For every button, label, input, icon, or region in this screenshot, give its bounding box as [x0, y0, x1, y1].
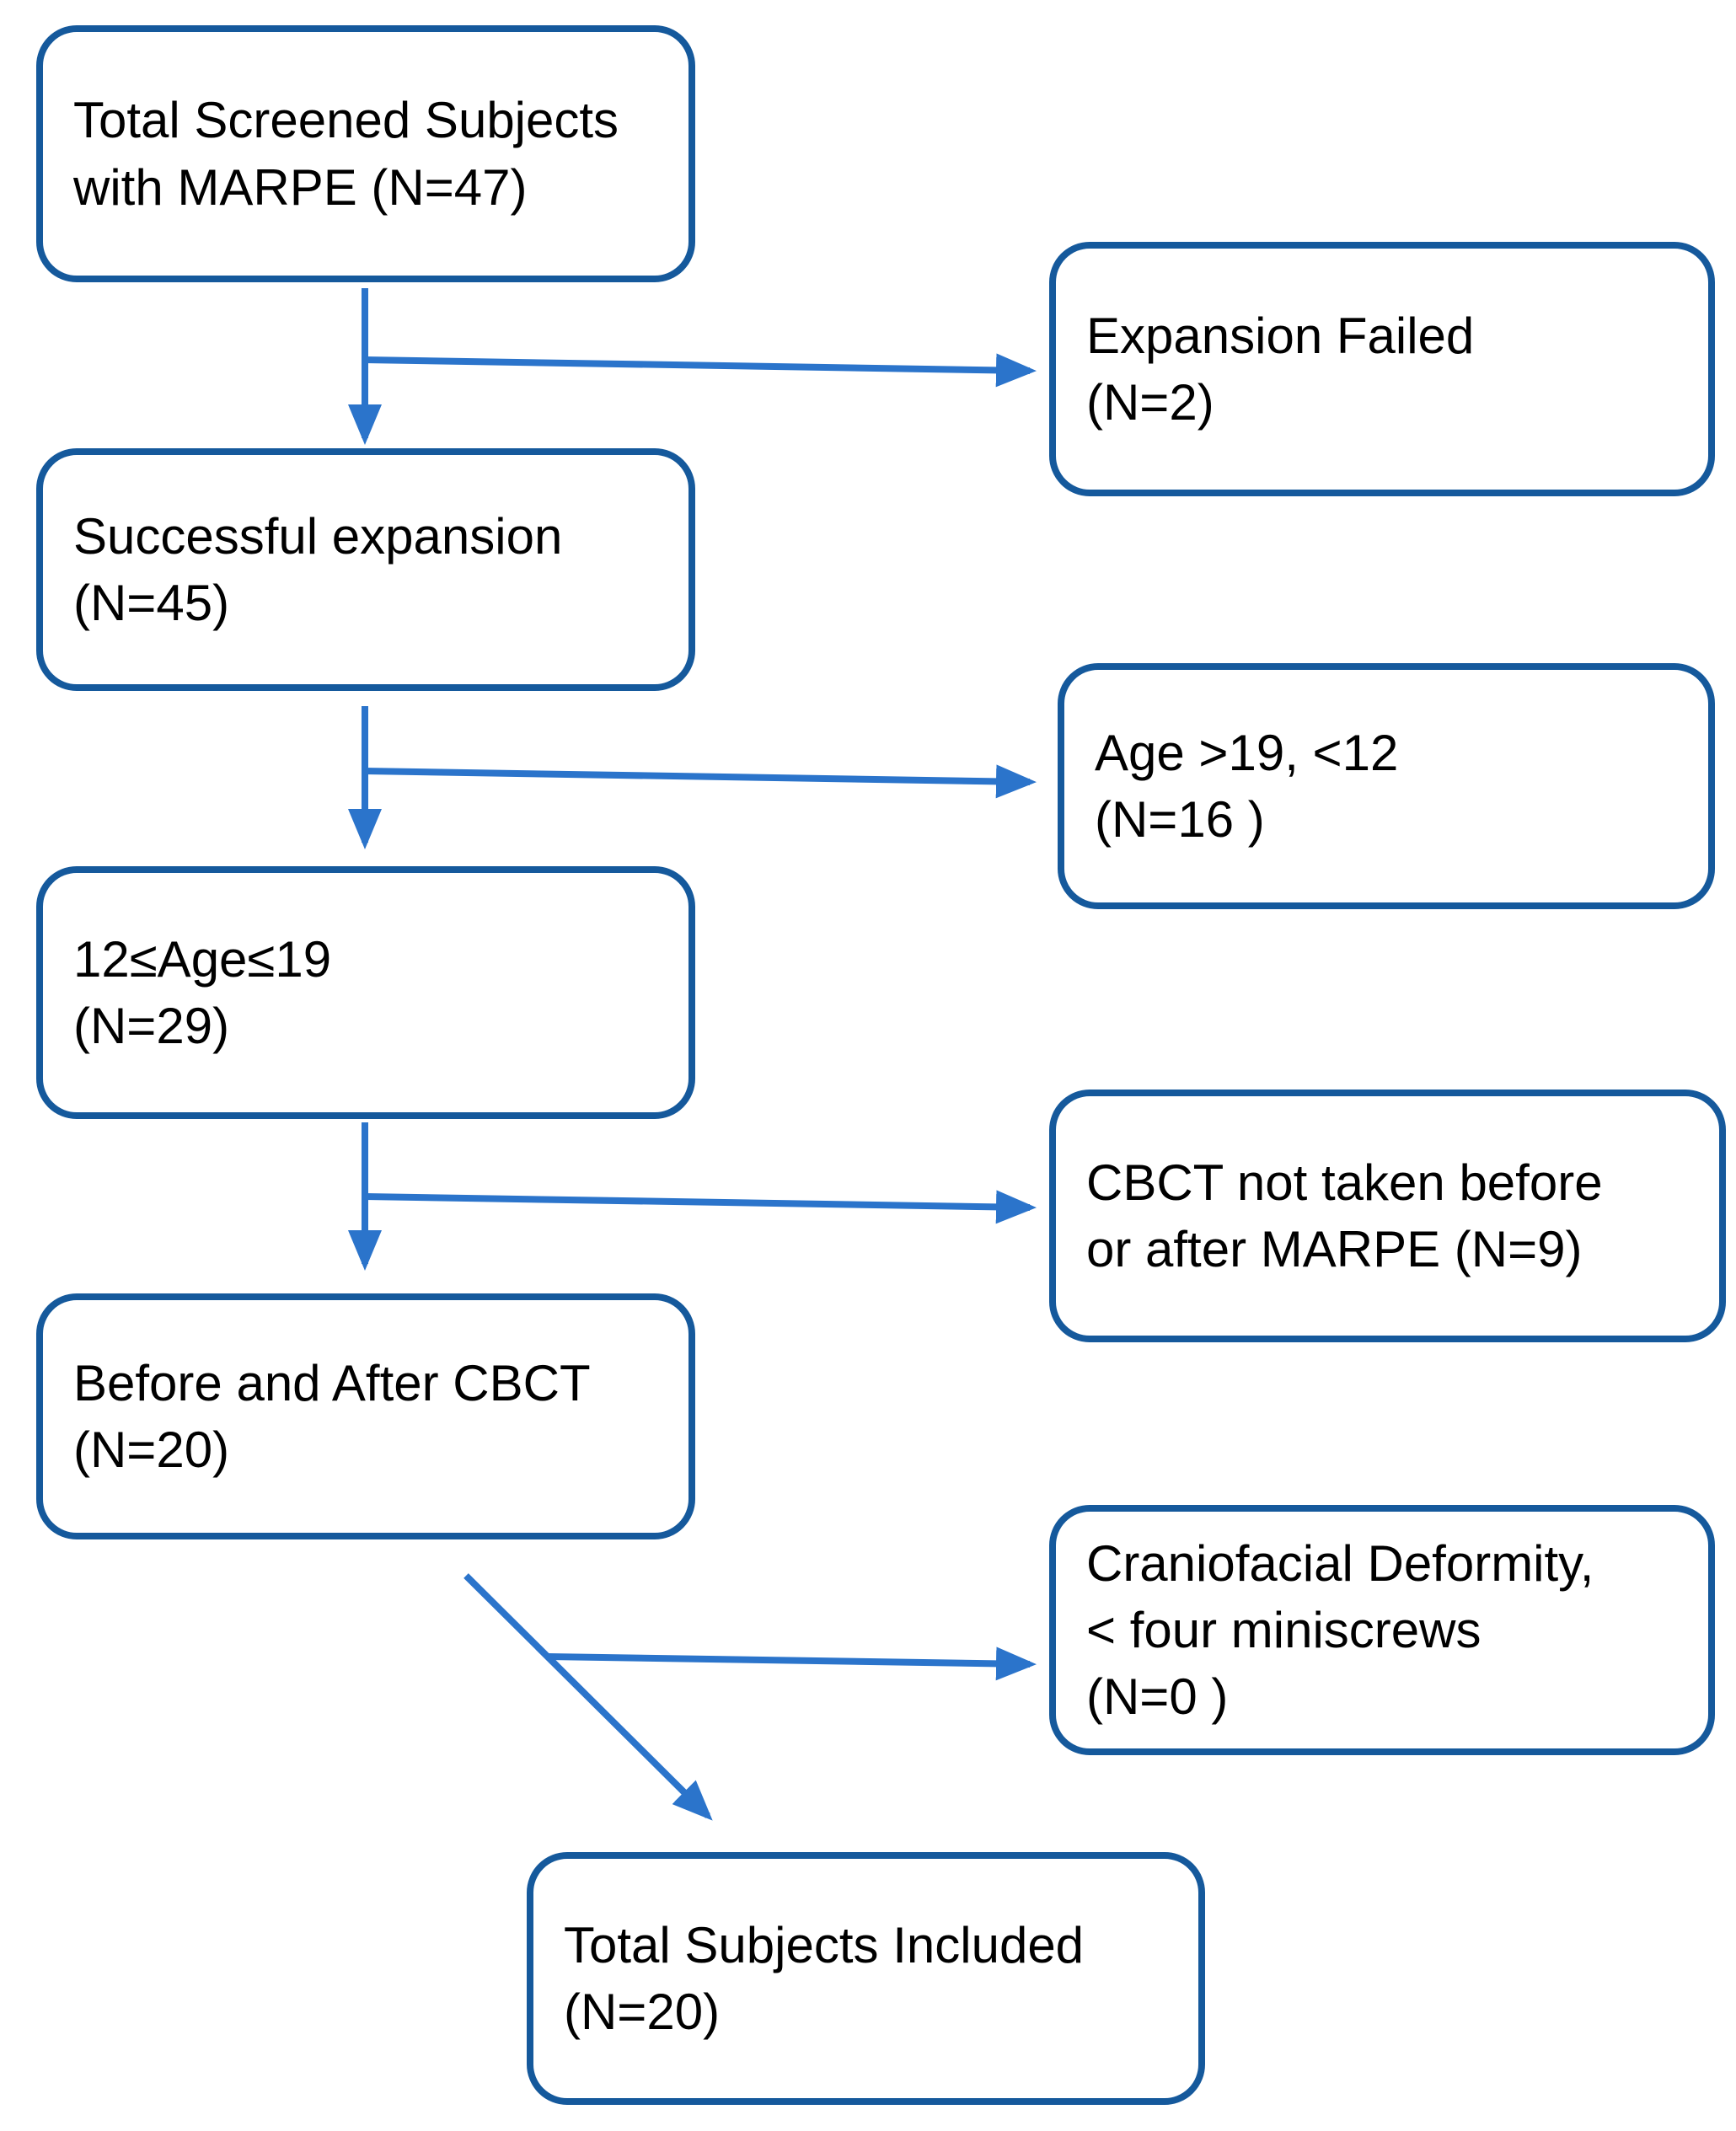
box-successful-expansion: Successful expansion (N=45): [36, 448, 695, 691]
box-text-line: or after MARPE (N=9): [1086, 1221, 1583, 1277]
arrow-cbct-to-total-included: [463, 1573, 713, 1821]
box-text-line: Total Subjects Included: [564, 1916, 1085, 1973]
box-text-line: (N=45): [73, 575, 230, 631]
box-age-included: 12≤Age≤19 (N=29): [36, 866, 695, 1119]
arrow-branch-craniofacial: [547, 1646, 1037, 1681]
box-text-line: Age >19, <12: [1095, 724, 1399, 781]
box-text-line: Expansion Failed: [1086, 307, 1475, 364]
box-text-line: (N=29): [73, 998, 230, 1054]
box-text-line: (N=0 ): [1086, 1668, 1229, 1726]
box-text-line: 12≤Age≤19: [73, 930, 332, 988]
box-text-line: Total Screened Subjects: [73, 92, 619, 149]
box-text-line: (N=16 ): [1095, 791, 1265, 848]
box-text-line: Successful expansion: [73, 507, 563, 565]
box-text-line: (N=20): [564, 1984, 721, 2040]
box-total-included: Total Subjects Included (N=20): [527, 1852, 1205, 2105]
box-text-line: Before and After CBCT: [73, 1354, 591, 1411]
box-age-excluded: Age >19, <12 (N=16 ): [1058, 663, 1715, 909]
box-text-line: CBCT not taken before: [1086, 1154, 1603, 1211]
arrow-branch-expansion-failed: [364, 353, 1037, 388]
box-expansion-failed: Expansion Failed (N=2): [1049, 242, 1715, 496]
box-before-after-cbct: Before and After CBCT (N=20): [36, 1293, 695, 1539]
box-text-line: with MARPE (N=47): [73, 158, 528, 216]
box-text-line: < four miniscrews: [1086, 1601, 1481, 1658]
box-craniofacial-deformity: Craniofacial Deformity, < four miniscrew…: [1049, 1505, 1715, 1755]
arrow-branch-cbct-not-taken: [364, 1190, 1037, 1224]
box-text-line: (N=2): [1086, 374, 1214, 431]
box-text-line: (N=20): [73, 1422, 230, 1478]
box-text-line: Craniofacial Deformity,: [1086, 1534, 1594, 1592]
box-total-screened: Total Screened Subjects with MARPE (N=47…: [36, 25, 695, 282]
arrow-branch-age-excluded: [364, 764, 1037, 799]
box-cbct-not-taken: CBCT not taken before or after MARPE (N=…: [1049, 1090, 1726, 1342]
